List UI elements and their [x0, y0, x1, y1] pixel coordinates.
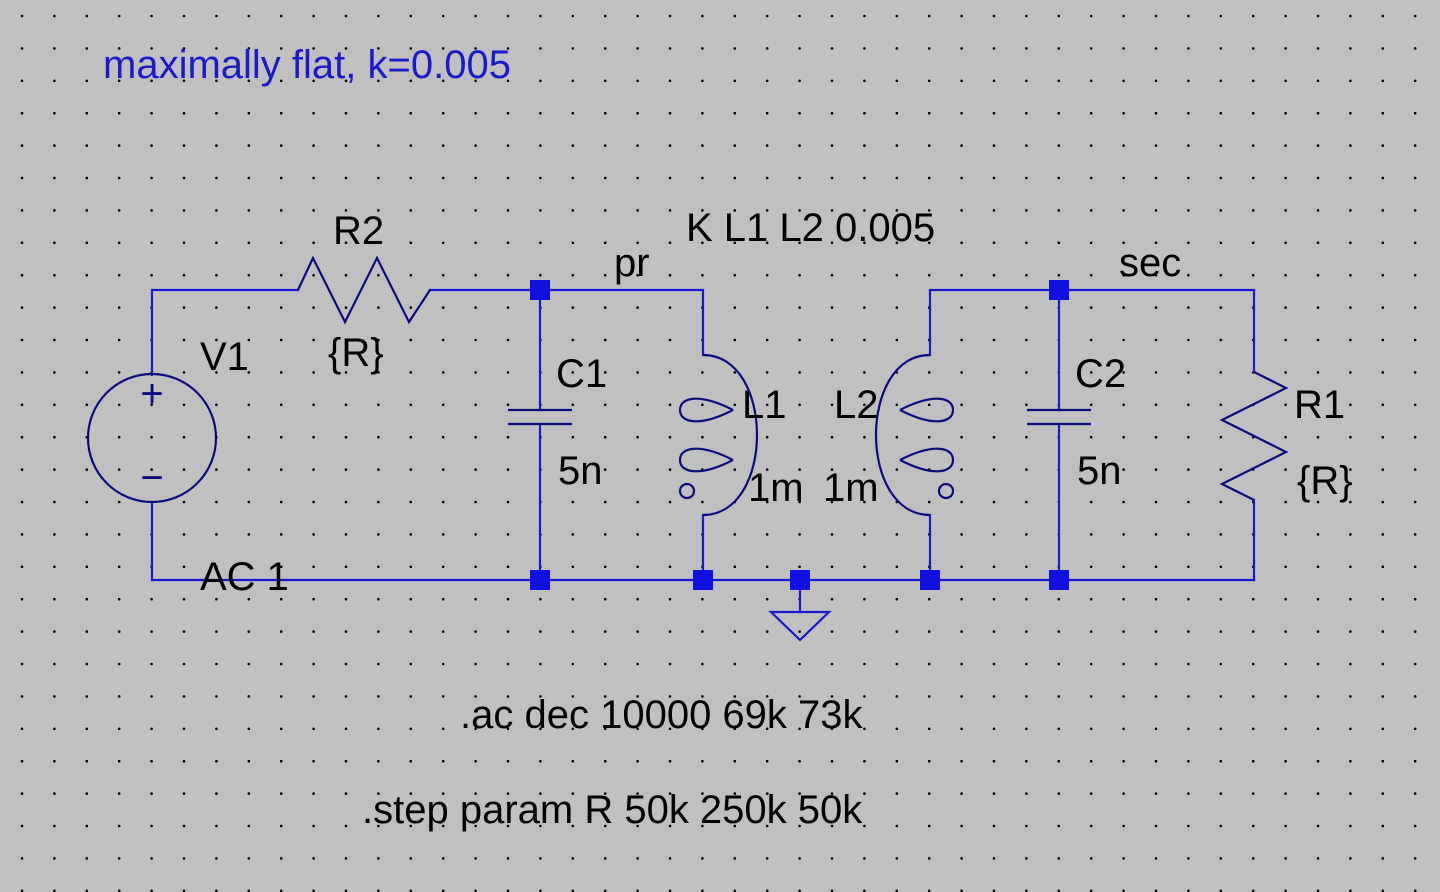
- l2-phase-dot: [937, 482, 955, 500]
- r1-value-label[interactable]: {R}: [1297, 459, 1353, 503]
- l1-phase-dot: [678, 482, 696, 500]
- v1-value-label[interactable]: AC 1: [200, 555, 289, 599]
- c1-capacitor[interactable]: [508, 408, 572, 426]
- junction-sec: [1049, 280, 1069, 300]
- v1-minus-sign: −: [140, 456, 163, 500]
- step-param-directive[interactable]: .step param R 50k 250k 50k: [362, 788, 863, 832]
- junction-c1-gnd: [530, 570, 550, 590]
- net-label-pr[interactable]: pr: [614, 241, 650, 285]
- v1-plus-sign: +: [140, 372, 163, 416]
- junctions: [530, 280, 1069, 590]
- c2-name-label[interactable]: C2: [1075, 352, 1126, 396]
- l2-value-label[interactable]: 1m: [823, 466, 879, 510]
- wire-sec-top[interactable]: [928, 288, 1256, 374]
- background-grid: [20, 14, 1417, 892]
- c2-capacitor[interactable]: [1027, 408, 1091, 426]
- net-label-sec[interactable]: sec: [1119, 241, 1181, 285]
- l2-name-label[interactable]: L2: [834, 383, 879, 427]
- wires: [150, 288, 1256, 582]
- ac-analysis-directive[interactable]: .ac dec 10000 69k 73k: [460, 693, 864, 737]
- l1-name-label[interactable]: L1: [742, 383, 787, 427]
- coupling-directive[interactable]: K L1 L2 0.005: [686, 206, 935, 250]
- v1-name-label[interactable]: V1: [200, 335, 249, 379]
- v1-voltage-source[interactable]: + −: [86, 372, 218, 504]
- r1-resistor[interactable]: [1219, 371, 1289, 501]
- r2-value-label[interactable]: {R}: [328, 331, 384, 375]
- l2-inductor[interactable]: [874, 353, 955, 517]
- r2-name-label[interactable]: R2: [333, 209, 384, 253]
- junction-l2-gnd: [920, 570, 940, 590]
- wire-v1-top-to-r2[interactable]: [150, 288, 300, 377]
- schematic-comment[interactable]: maximally flat, k=0.005: [103, 43, 511, 87]
- wire-r2-to-pr[interactable]: [428, 288, 705, 357]
- wire-ground-bus[interactable]: [150, 501, 1256, 582]
- c2-value-label[interactable]: 5n: [1077, 449, 1122, 493]
- junction-l1-gnd: [693, 570, 713, 590]
- l1-inductor[interactable]: [678, 353, 759, 517]
- junction-c2-gnd: [1049, 570, 1069, 590]
- l1-value-label[interactable]: 1m: [748, 466, 804, 510]
- r2-resistor[interactable]: [297, 255, 431, 325]
- junction-gnd: [790, 570, 810, 590]
- c1-name-label[interactable]: C1: [556, 352, 607, 396]
- junction-pr: [530, 280, 550, 300]
- r1-name-label[interactable]: R1: [1294, 383, 1345, 427]
- c1-value-label[interactable]: 5n: [558, 449, 603, 493]
